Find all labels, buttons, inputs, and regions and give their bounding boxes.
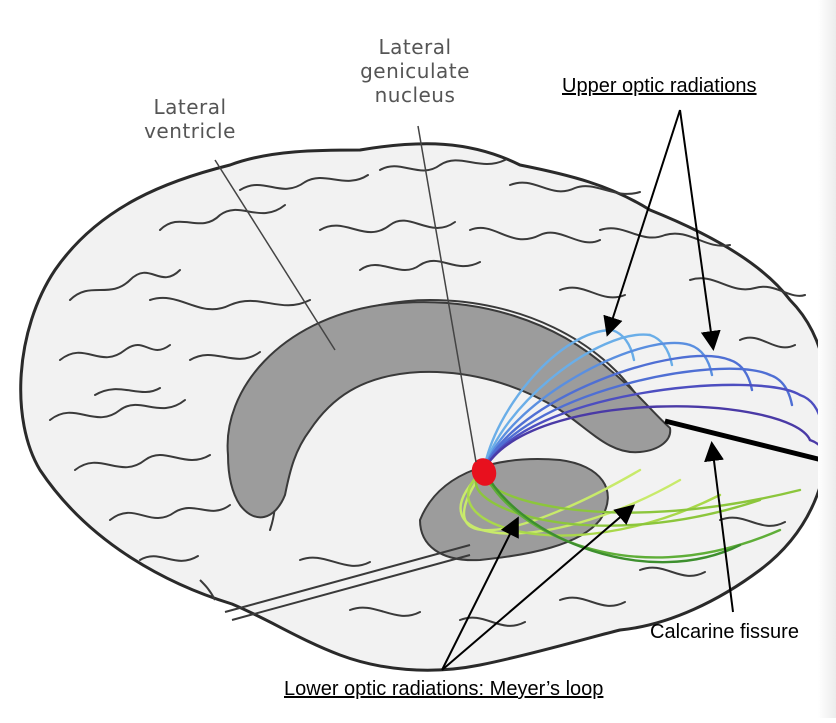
lower-arrow-right [441, 504, 636, 671]
label-lateral-geniculate-nucleus: Lateral geniculate nucleus [360, 35, 470, 107]
upper-radiation-fibre [482, 405, 812, 472]
upper-radiation-fibre [728, 358, 754, 392]
label-upper-optic-radiations: Upper optic radiations [562, 75, 757, 97]
label-calcarine-fissure: Calcarine fissure [650, 621, 799, 643]
label-lower-optic-radiations: Lower optic radiations: Meyer’s loop [284, 678, 604, 700]
upper-radiation-fibre [482, 328, 614, 472]
brainstem-lines [199, 544, 471, 621]
upper-radiation-fibre [768, 373, 794, 407]
upper-radiation-fibre [482, 341, 692, 472]
upper-radiation-fibre [482, 367, 772, 472]
sketch-leader-lines [214, 125, 477, 463]
annotation-arrows [441, 109, 734, 671]
lateral-geniculate-nucleus [471, 458, 497, 486]
upper-radiation-fibre [482, 383, 802, 472]
label-lateral-ventricle: Lateral ventricle [144, 95, 236, 143]
upper-radiation-fibre [688, 343, 714, 377]
lower-radiation-fibre [482, 468, 742, 564]
lower-radiation-fibre [474, 468, 762, 527]
upper-arrow-right [679, 109, 721, 351]
upper-arrow-left [603, 109, 681, 337]
sulci-lines [49, 159, 806, 627]
upper-radiation-fibre [482, 354, 732, 472]
upper-radiation-fibre [482, 333, 652, 472]
upper-radiation-fibre [648, 333, 674, 367]
calcarine-arrow [704, 441, 734, 613]
calcarine-fissure-line [664, 418, 823, 463]
lower-arrow-left [441, 516, 519, 671]
scan-edge-shade [818, 0, 836, 718]
lower-radiation-fibre [462, 468, 642, 532]
